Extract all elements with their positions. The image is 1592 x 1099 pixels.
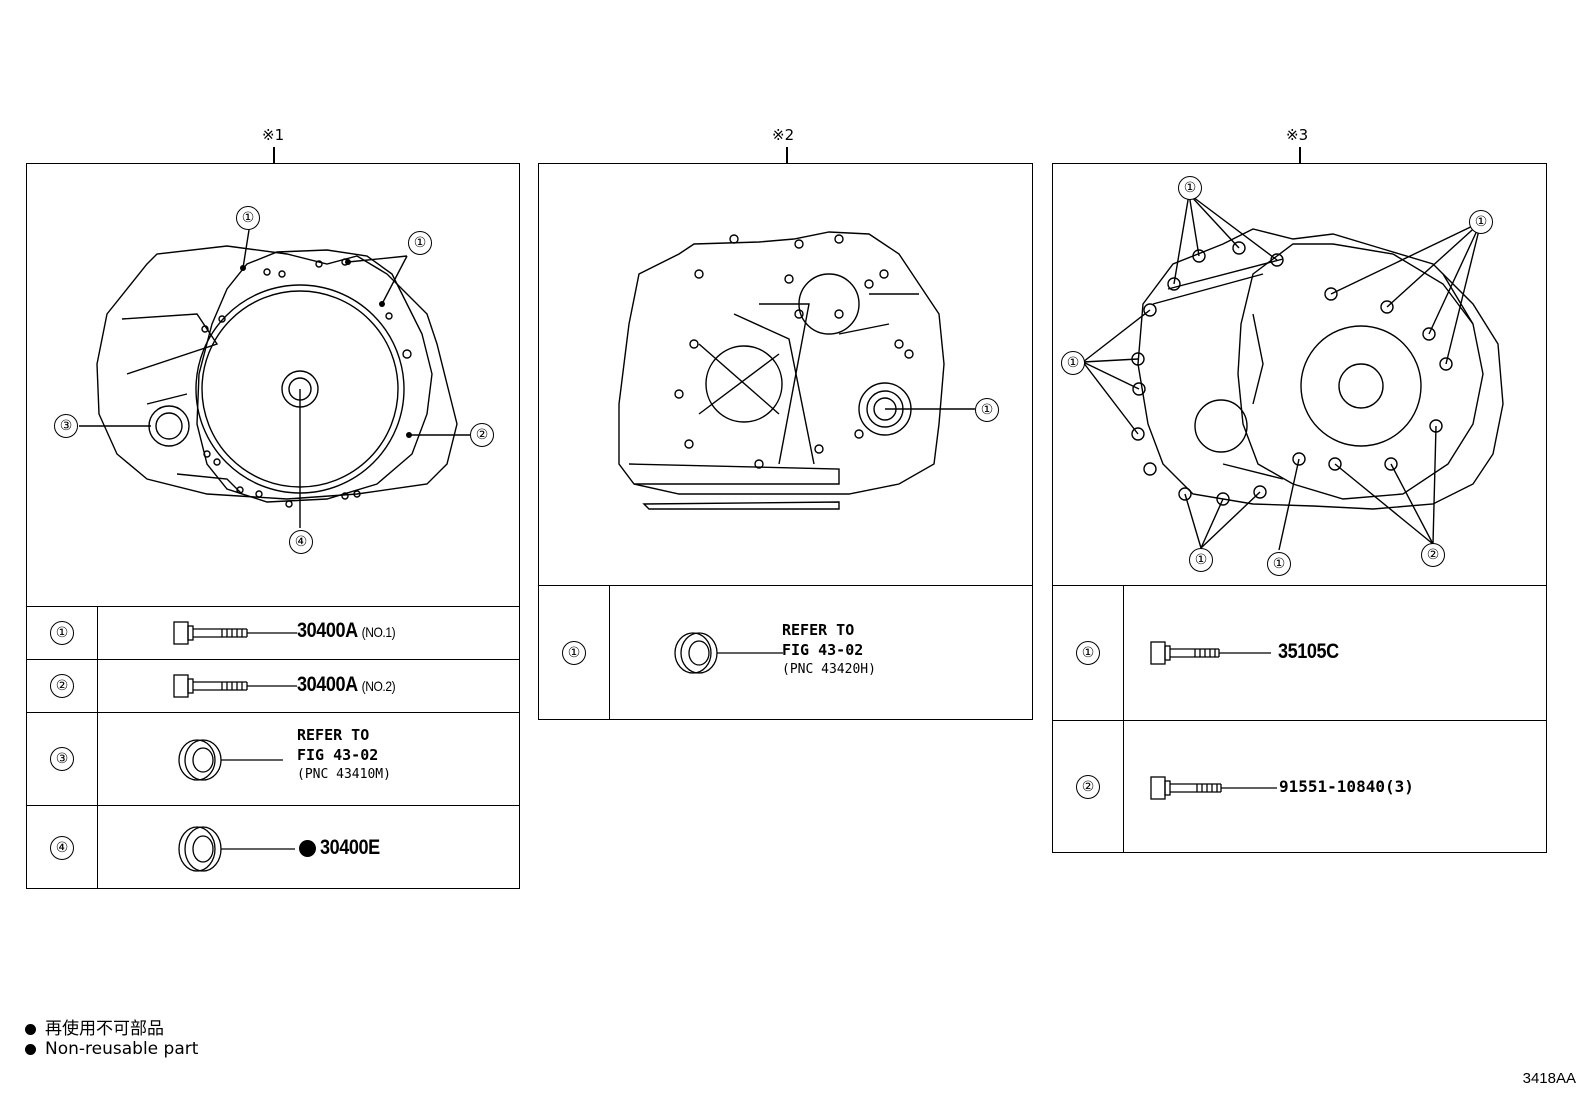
panel-3: ① ① ① ① ① ② ① 35105C ② 91551-10840(3) (1052, 163, 1547, 853)
title-tick (273, 147, 275, 164)
row-number: ② (1076, 775, 1100, 799)
callout-bolt-no1: ① (408, 231, 432, 255)
panel-1-title: ※1 (262, 126, 285, 144)
callout-bolt: ① (1061, 351, 1085, 375)
table-row: ① REFER TO FIG 43-02 (PNC 43420H) (539, 586, 1032, 720)
refer-note: REFER TO FIG 43-02 (PNC 43410M) (297, 726, 391, 782)
table-row: ② 30400A (NO.2) (27, 659, 519, 712)
bolt-icon (173, 621, 297, 645)
callout-bolt-long: ② (1421, 543, 1445, 567)
table-row: ③ REFER TO FIG 43-02 (PNC 43410M) (27, 712, 519, 805)
parts-table: ① 35105C ② 91551-10840(3) (1053, 585, 1546, 853)
table-row: ④ 30400E (27, 805, 519, 889)
part-number: 91551-10840(3) (1279, 777, 1414, 796)
row-number: ① (50, 621, 74, 645)
callout-bolt: ① (1267, 552, 1291, 576)
table-row: ① 30400A (NO.1) (27, 607, 519, 659)
panel-3-title: ※3 (1286, 126, 1309, 144)
panel-2: ① ① REFER TO FIG 43-02 (PNC 43420H) (538, 163, 1033, 720)
callout-bolt: ① (1189, 548, 1213, 572)
row-number: ② (50, 674, 74, 698)
callout-bolt: ① (1469, 210, 1493, 234)
bolt-icon (1150, 776, 1277, 800)
callout-bolt-no1: ① (236, 206, 260, 230)
part-number: 30400A (NO.2) (297, 673, 396, 696)
table-row: ① 35105C (1053, 586, 1546, 720)
title-tick (786, 147, 788, 164)
oil-seal-icon (674, 632, 783, 674)
callout-oil-seal: ① (975, 398, 999, 422)
oil-seal-icon (178, 739, 283, 781)
panel-2-title: ※2 (772, 126, 795, 144)
bullet-dot-icon (25, 1023, 36, 1035)
panel-1: ① ① ③ ② ④ ① 30400A (NO.1) ② 30400A (NO.2… (26, 163, 520, 889)
legend-en: Non-reusable part (25, 1039, 198, 1059)
part-number: 30400A (NO.1) (297, 619, 396, 642)
legend-jp: 再使用不可部品 (25, 1014, 164, 1039)
refer-note: REFER TO FIG 43-02 (PNC 43420H) (782, 621, 876, 677)
bolt-icon (173, 674, 297, 698)
callout-oil-seal: ③ (54, 414, 78, 438)
bullet-dot-icon (25, 1043, 36, 1055)
figure-code: 3418AA (1522, 1070, 1576, 1087)
parts-table: ① 30400A (NO.1) ② 30400A (NO.2) ③ REFER … (27, 606, 519, 889)
row-number: ① (562, 641, 586, 665)
table-row: ② 91551-10840(3) (1053, 720, 1546, 853)
part-number: 30400E (320, 836, 380, 859)
title-tick (1299, 147, 1301, 164)
row-number: ① (1076, 641, 1100, 665)
part-number: 35105C (1278, 640, 1339, 663)
callout-center-seal: ④ (289, 530, 313, 554)
transaxle-rear-drawing (1082, 193, 1504, 551)
oil-seal-icon (178, 826, 295, 872)
parts-table: ① REFER TO FIG 43-02 (PNC 43420H) (539, 585, 1032, 720)
callout-bolt: ① (1178, 176, 1202, 200)
bolt-icon (1150, 641, 1271, 665)
row-number: ③ (50, 747, 74, 771)
callout-bolt-no2: ② (470, 423, 494, 447)
non-reusable-dot (299, 840, 316, 857)
transaxle-side-drawing (618, 231, 975, 510)
row-number: ④ (50, 835, 74, 860)
transaxle-front-drawing (79, 229, 470, 528)
